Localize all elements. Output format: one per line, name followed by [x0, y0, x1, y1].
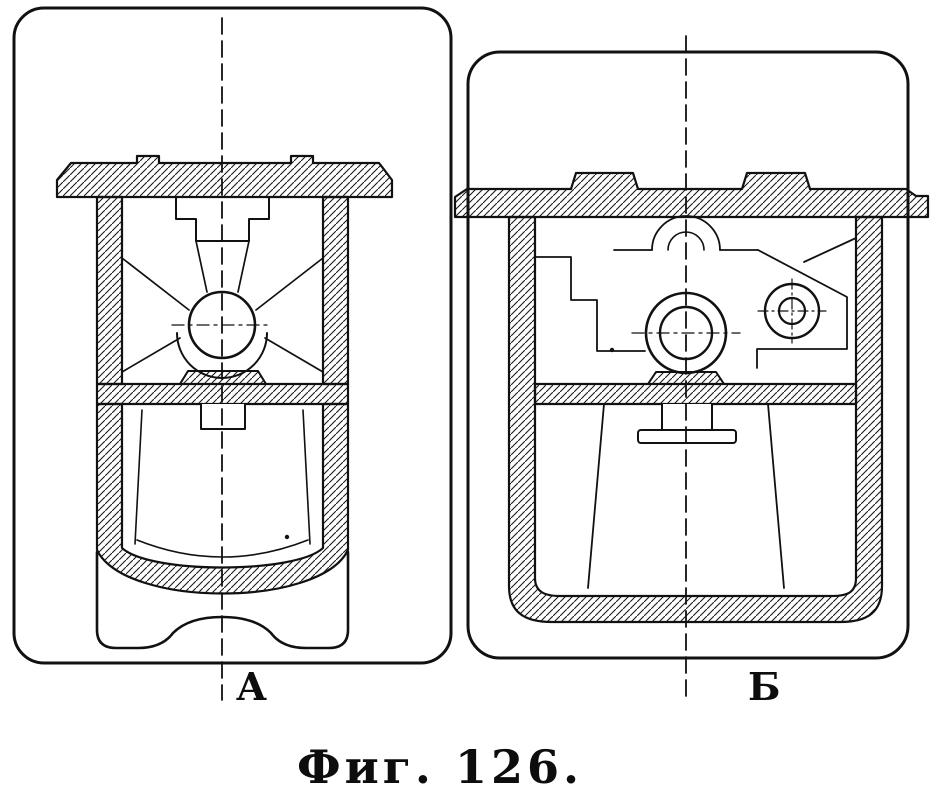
view-a-rib-center-left	[195, 240, 208, 293]
view-b-outer-contour	[466, 50, 910, 660]
view-a-rib-center-right	[237, 240, 250, 293]
view-a-skirt-inner-line-left	[134, 409, 143, 545]
view-b-boss-pedestal	[647, 371, 725, 385]
view-a-label: А	[236, 664, 267, 709]
view-b-lower-slant-right	[767, 403, 785, 589]
view-a-outer-contour	[12, 6, 453, 665]
view-a-flange-section	[55, 154, 394, 199]
view-b-flange-section	[453, 171, 930, 219]
view-b-plate-below-block	[637, 429, 737, 444]
view-b-label: Б	[748, 664, 781, 709]
view-b-block-below-partition	[661, 403, 713, 431]
view-a-lower-section	[95, 402, 350, 595]
view-a-rib-left-upper	[121, 257, 190, 311]
view-b-chamber-left-steps	[534, 256, 646, 352]
view-b-partition-section	[533, 382, 858, 406]
view-b-reference-dot	[609, 347, 615, 353]
view-a-wall-left	[95, 195, 124, 386]
figure-caption: Фиг. 126.	[296, 740, 583, 794]
view-a-skirt-inner-line-right	[302, 409, 311, 545]
view-a-wall-right	[321, 195, 350, 386]
view-b-top-right-diagonal	[803, 237, 857, 263]
view-a-rib-left-lower	[121, 337, 181, 373]
view-a-rib-right-lower	[264, 337, 324, 373]
view-a-block-below-partition	[200, 403, 246, 430]
view-a-rib-right-upper	[255, 257, 324, 311]
view-b-walls-section	[507, 215, 884, 624]
view-a-drawing	[12, 6, 453, 701]
view-b-drawing	[453, 35, 930, 701]
view-b-center-bump-arc	[651, 215, 721, 251]
view-a-reference-dot	[284, 534, 290, 540]
view-b-chamber-right-contour	[756, 249, 848, 369]
view-b-lower-slant-left	[587, 403, 605, 589]
